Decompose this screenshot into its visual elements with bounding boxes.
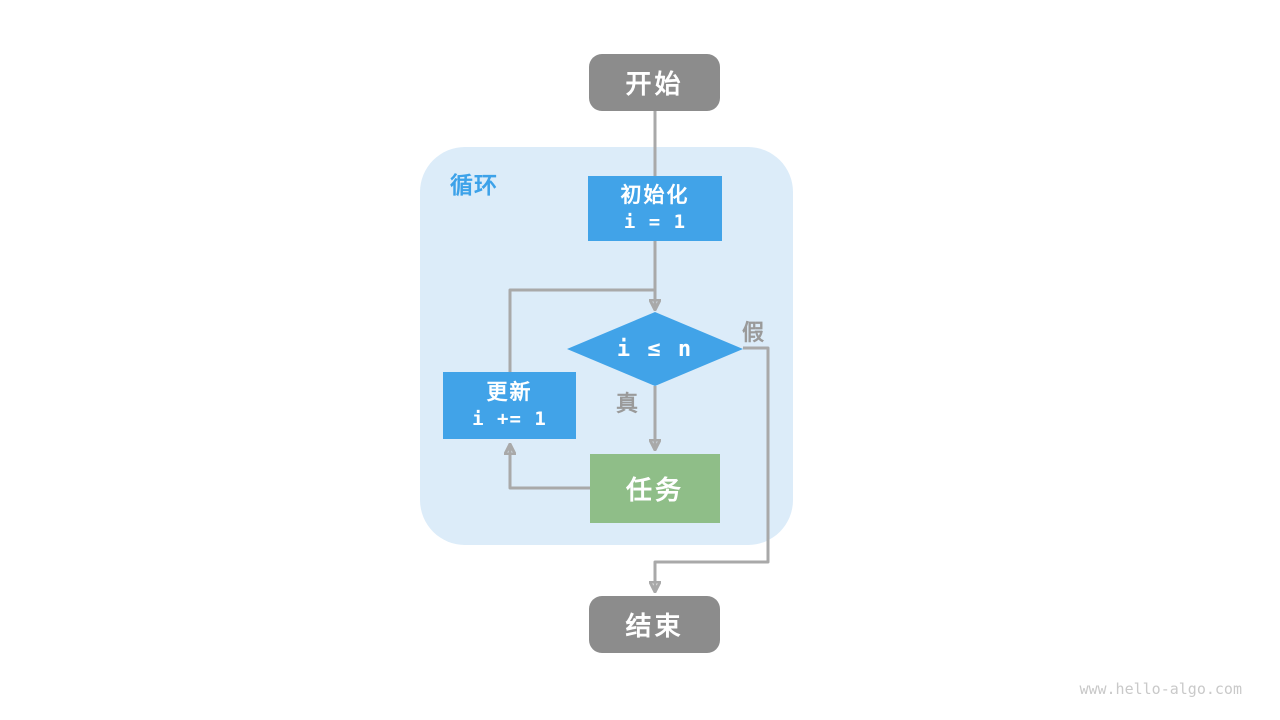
- init-node-title: 初始化: [620, 183, 690, 207]
- condition-node-code: i ≤ n: [616, 336, 694, 362]
- start-node-label: 开始: [625, 69, 684, 99]
- start-node: 开始: [589, 54, 720, 111]
- watermark: www.hello-algo.com: [1079, 680, 1242, 698]
- update-node: 更新 i += 1: [443, 372, 576, 439]
- edge-label-true: 真: [616, 391, 639, 416]
- update-node-code: i += 1: [472, 407, 547, 430]
- edge-update-loopback: [508, 288, 656, 372]
- edge-condition-false-to-end: [655, 346, 770, 591]
- loop-label: 循环: [450, 172, 498, 198]
- init-node: 初始化 i = 1: [588, 176, 722, 241]
- init-node-code: i = 1: [623, 210, 687, 233]
- edge-label-false: 假: [742, 320, 765, 345]
- task-node: 任务: [590, 454, 720, 523]
- task-node-label: 任务: [625, 475, 684, 505]
- end-node: 结束: [589, 596, 720, 653]
- edge-task-to-update: [510, 445, 590, 490]
- update-node-title: 更新: [486, 380, 533, 404]
- end-node-label: 结束: [625, 611, 684, 641]
